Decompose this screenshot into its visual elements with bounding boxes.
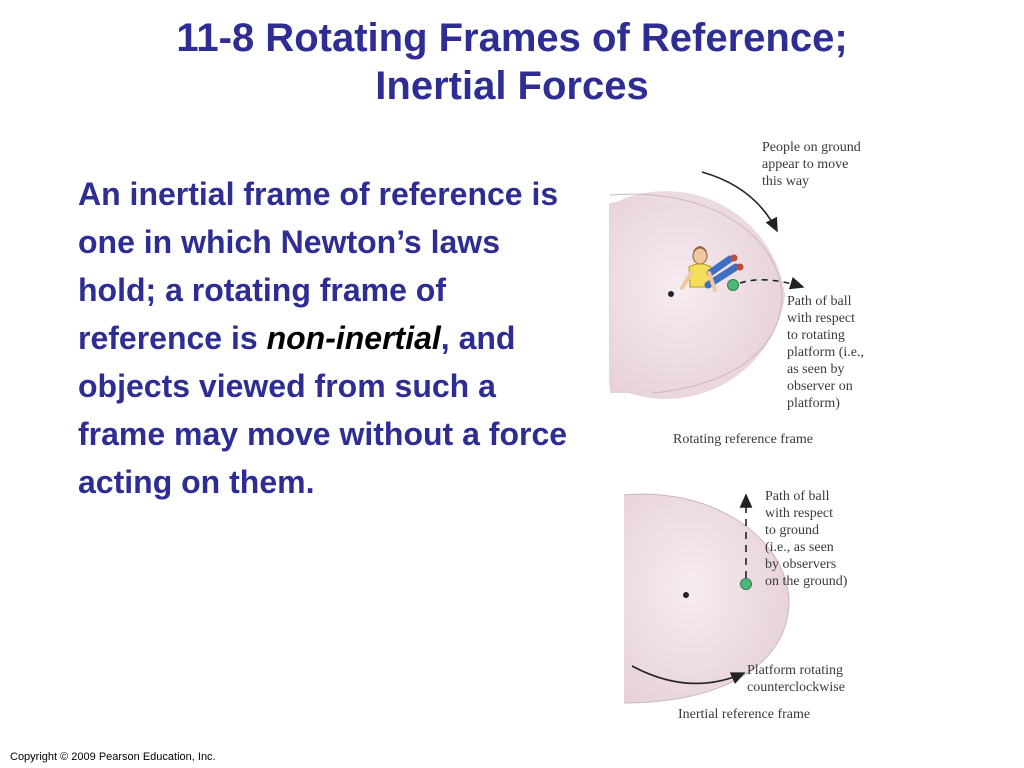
top-caption: Rotating reference frame [673, 432, 813, 447]
rotation-label: Platform rotating counterclockwise [747, 663, 847, 695]
person-figure [680, 246, 744, 292]
top-platform-group [609, 171, 805, 399]
bottom-caption: Inertial reference frame [678, 707, 810, 722]
bottom-platform-disk [624, 494, 789, 703]
ground-label-line-2: appear to move [762, 157, 848, 172]
body-paragraph: An inertial frame of reference is one in… [78, 170, 568, 506]
rotation-label-line-2: counterclockwise [747, 680, 845, 695]
bottom-path-label-line-6: on the ground) [765, 574, 848, 589]
top-path-label-line-6: observer on [787, 379, 853, 394]
top-path-label-line-7: platform) [787, 396, 840, 411]
bottom-ball [740, 578, 752, 590]
top-path-label: Path of ball with respect to rotating pl… [787, 294, 867, 411]
slide-title-line-1: 11-8 Rotating Frames of Reference; [176, 16, 848, 60]
body-text-part-1: An inertial frame of reference is one in… [78, 176, 559, 356]
top-platform-center [668, 291, 674, 297]
top-ball [727, 279, 739, 291]
top-path-label-line-3: to rotating [787, 328, 845, 343]
rotation-label-line-1: Platform rotating [747, 663, 843, 678]
top-path-label-line-4: platform (i.e., [787, 345, 864, 360]
bottom-path-label-line-2: with respect [765, 506, 833, 521]
body-text-emphasis: non-inertial [266, 320, 441, 356]
bottom-path-label-line-3: to ground [765, 523, 819, 538]
bottom-path-label-line-5: by observers [765, 557, 836, 572]
bottom-path-label: Path of ball with respect to ground (i.e… [765, 489, 848, 589]
top-path-label-line-1: Path of ball [787, 294, 852, 309]
slide-title-line-2: Inertial Forces [375, 64, 649, 108]
rotating-frames-figure: People on ground appear to move this way… [609, 140, 867, 722]
rotation-arrow [631, 665, 746, 685]
ground-motion-arrow [701, 171, 778, 233]
ground-label-line-1: People on ground [762, 140, 861, 155]
bottom-platform-center [683, 592, 689, 598]
top-path-label-line-2: with respect [787, 311, 855, 326]
ground-label-line-3: this way [762, 174, 809, 189]
bottom-path-label-line-1: Path of ball [765, 489, 830, 504]
slide-title: 11-8 Rotating Frames of Reference; Inert… [0, 14, 1024, 110]
body-text-part-2: , and objects viewed from such a frame m… [78, 320, 568, 500]
top-ball-path-arrow [739, 277, 805, 290]
bottom-path-label-line-4: (i.e., as seen [765, 540, 834, 555]
copyright-notice: Copyright © 2009 Pearson Education, Inc. [10, 751, 216, 763]
bottom-platform-group [623, 493, 790, 704]
ground-label: People on ground appear to move this way [762, 140, 864, 189]
top-path-label-line-5: as seen by [787, 362, 845, 377]
